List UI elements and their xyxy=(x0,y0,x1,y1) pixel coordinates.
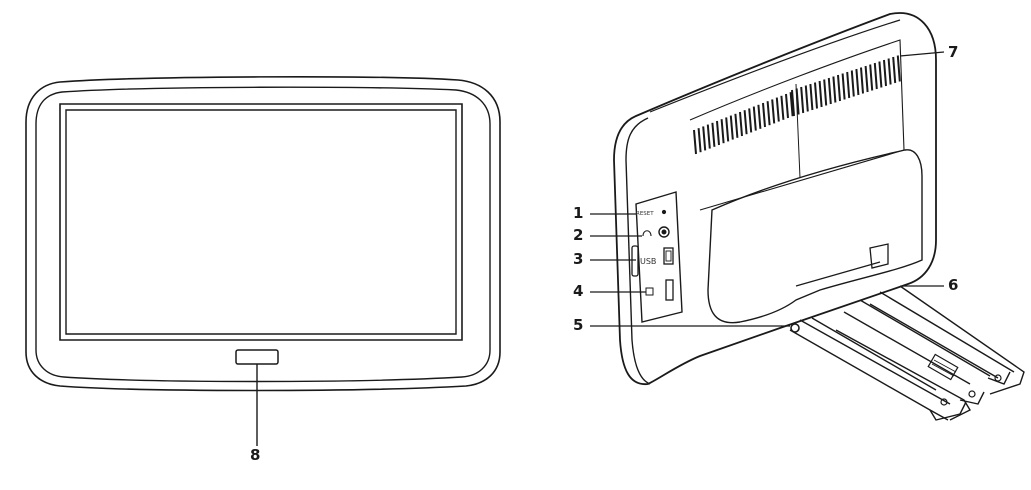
front-inner-frame xyxy=(35,86,491,383)
headphone-icon xyxy=(642,230,652,237)
callout-5: 5 xyxy=(573,316,584,334)
vent-slot xyxy=(873,62,878,90)
vent-slot xyxy=(896,55,901,82)
vent-slot xyxy=(729,115,734,140)
leader-lines xyxy=(590,51,945,327)
vent-slot xyxy=(887,58,892,85)
reset-hole xyxy=(661,209,667,215)
vent-slot xyxy=(748,108,753,133)
vent-slot xyxy=(752,106,757,131)
vent-slot xyxy=(800,86,805,114)
mount-screw xyxy=(790,323,800,333)
vent-slot xyxy=(878,61,883,88)
rear-body-outline xyxy=(613,12,937,385)
reset-label: RESET xyxy=(636,211,654,217)
vent-slot xyxy=(823,79,828,106)
vent-slot xyxy=(841,73,846,100)
vent-slot xyxy=(780,95,785,120)
vent-slot xyxy=(795,88,800,115)
vent-slot xyxy=(869,64,874,91)
vent-slot xyxy=(809,83,814,111)
front-view xyxy=(25,76,501,446)
vent-slot xyxy=(818,80,823,108)
port-panel xyxy=(635,191,683,323)
vent-slot xyxy=(739,111,743,137)
callout-8: 8 xyxy=(250,446,261,464)
rear-side-edge xyxy=(625,117,651,385)
vent-slot xyxy=(697,128,702,153)
display-screen xyxy=(65,109,457,335)
vent-slot xyxy=(804,85,809,112)
vent-slots xyxy=(693,55,901,155)
vent-slot xyxy=(720,119,725,144)
callout-1: 1 xyxy=(573,204,584,222)
bracket-plate xyxy=(707,149,923,324)
vent-slot xyxy=(766,101,771,126)
vent-slot xyxy=(762,102,766,128)
callout-3: 3 xyxy=(573,250,584,268)
sd-card-slot xyxy=(665,279,674,301)
leader-7 xyxy=(899,51,945,57)
callout-2: 2 xyxy=(573,226,584,244)
mount-rails xyxy=(789,285,1025,421)
vent-slot xyxy=(850,70,855,97)
vent-slot xyxy=(860,67,864,94)
sd-card-icon xyxy=(645,287,654,296)
vent-slot xyxy=(883,59,887,87)
vent-slot xyxy=(702,126,707,151)
vent-slot xyxy=(892,56,897,84)
vent-slot xyxy=(846,71,851,99)
rear-top-edge xyxy=(649,19,901,113)
usb-port xyxy=(663,247,674,265)
vent-slot xyxy=(837,74,841,102)
callout-7: 7 xyxy=(948,43,959,61)
side-button xyxy=(631,245,639,277)
vent-slot xyxy=(706,124,711,149)
headphone-jack xyxy=(658,226,670,238)
callout-6: 6 xyxy=(948,276,959,294)
vent-slot xyxy=(693,129,697,155)
vent-slot xyxy=(827,77,832,105)
vent-slot xyxy=(832,76,837,103)
front-button xyxy=(235,349,279,365)
vent-slot xyxy=(757,104,762,129)
vent-slot xyxy=(785,93,789,119)
bracket-bump xyxy=(869,243,889,269)
rear-view xyxy=(590,12,1025,421)
bracket-slot-edge xyxy=(795,261,881,287)
vent-slot xyxy=(791,89,795,117)
rear-panel-seam xyxy=(689,39,905,211)
vent-slot xyxy=(789,92,794,117)
vent-slot xyxy=(711,122,716,147)
vent-slot xyxy=(734,113,739,138)
callout-4: 4 xyxy=(573,282,584,300)
usb-port-inner xyxy=(665,250,672,262)
vent-slot xyxy=(864,65,869,93)
front-screen-border xyxy=(59,103,463,341)
vent-slot xyxy=(775,97,780,122)
vent-slot xyxy=(743,110,748,135)
front-outer-frame xyxy=(25,76,501,392)
vent-slot xyxy=(855,68,860,96)
vent-slot xyxy=(814,82,818,109)
usb-label: USB xyxy=(640,257,656,266)
vent-slot xyxy=(725,117,730,142)
vent-slot xyxy=(771,99,776,124)
vent-slot xyxy=(716,120,720,146)
headphone-jack-center xyxy=(661,229,667,235)
